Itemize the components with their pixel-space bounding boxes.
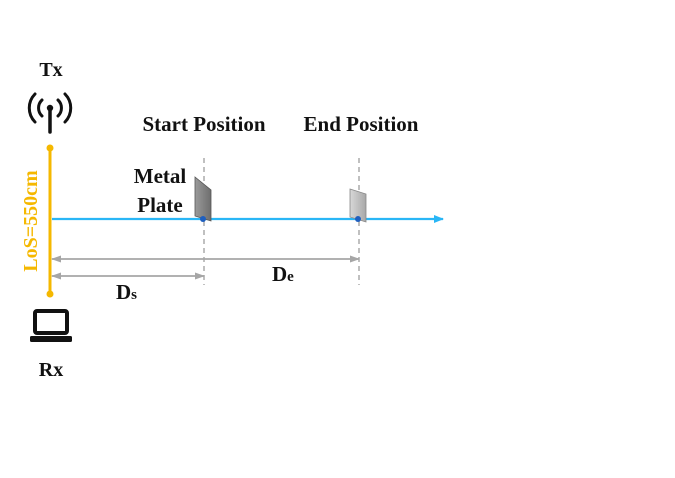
end-marker-dot	[355, 216, 361, 222]
metal-plate-end	[349, 188, 367, 223]
laptop-icon	[30, 309, 72, 342]
metal-plate-label-line1: Metal	[134, 164, 187, 188]
los-label: LoS=550cm	[20, 170, 42, 272]
ds-label: Ds	[116, 280, 137, 304]
end-position-label: End Position	[304, 112, 419, 136]
rx-label: Rx	[39, 359, 63, 381]
start-marker-dot	[200, 216, 206, 222]
metal-plate-start	[194, 176, 212, 222]
los-line	[46, 144, 54, 298]
de-label: De	[272, 262, 294, 286]
metal-plate-label-line2: Plate	[137, 193, 182, 217]
antenna-icon	[27, 92, 73, 134]
tx-label: Tx	[39, 59, 62, 81]
start-position-label: Start Position	[142, 112, 265, 136]
